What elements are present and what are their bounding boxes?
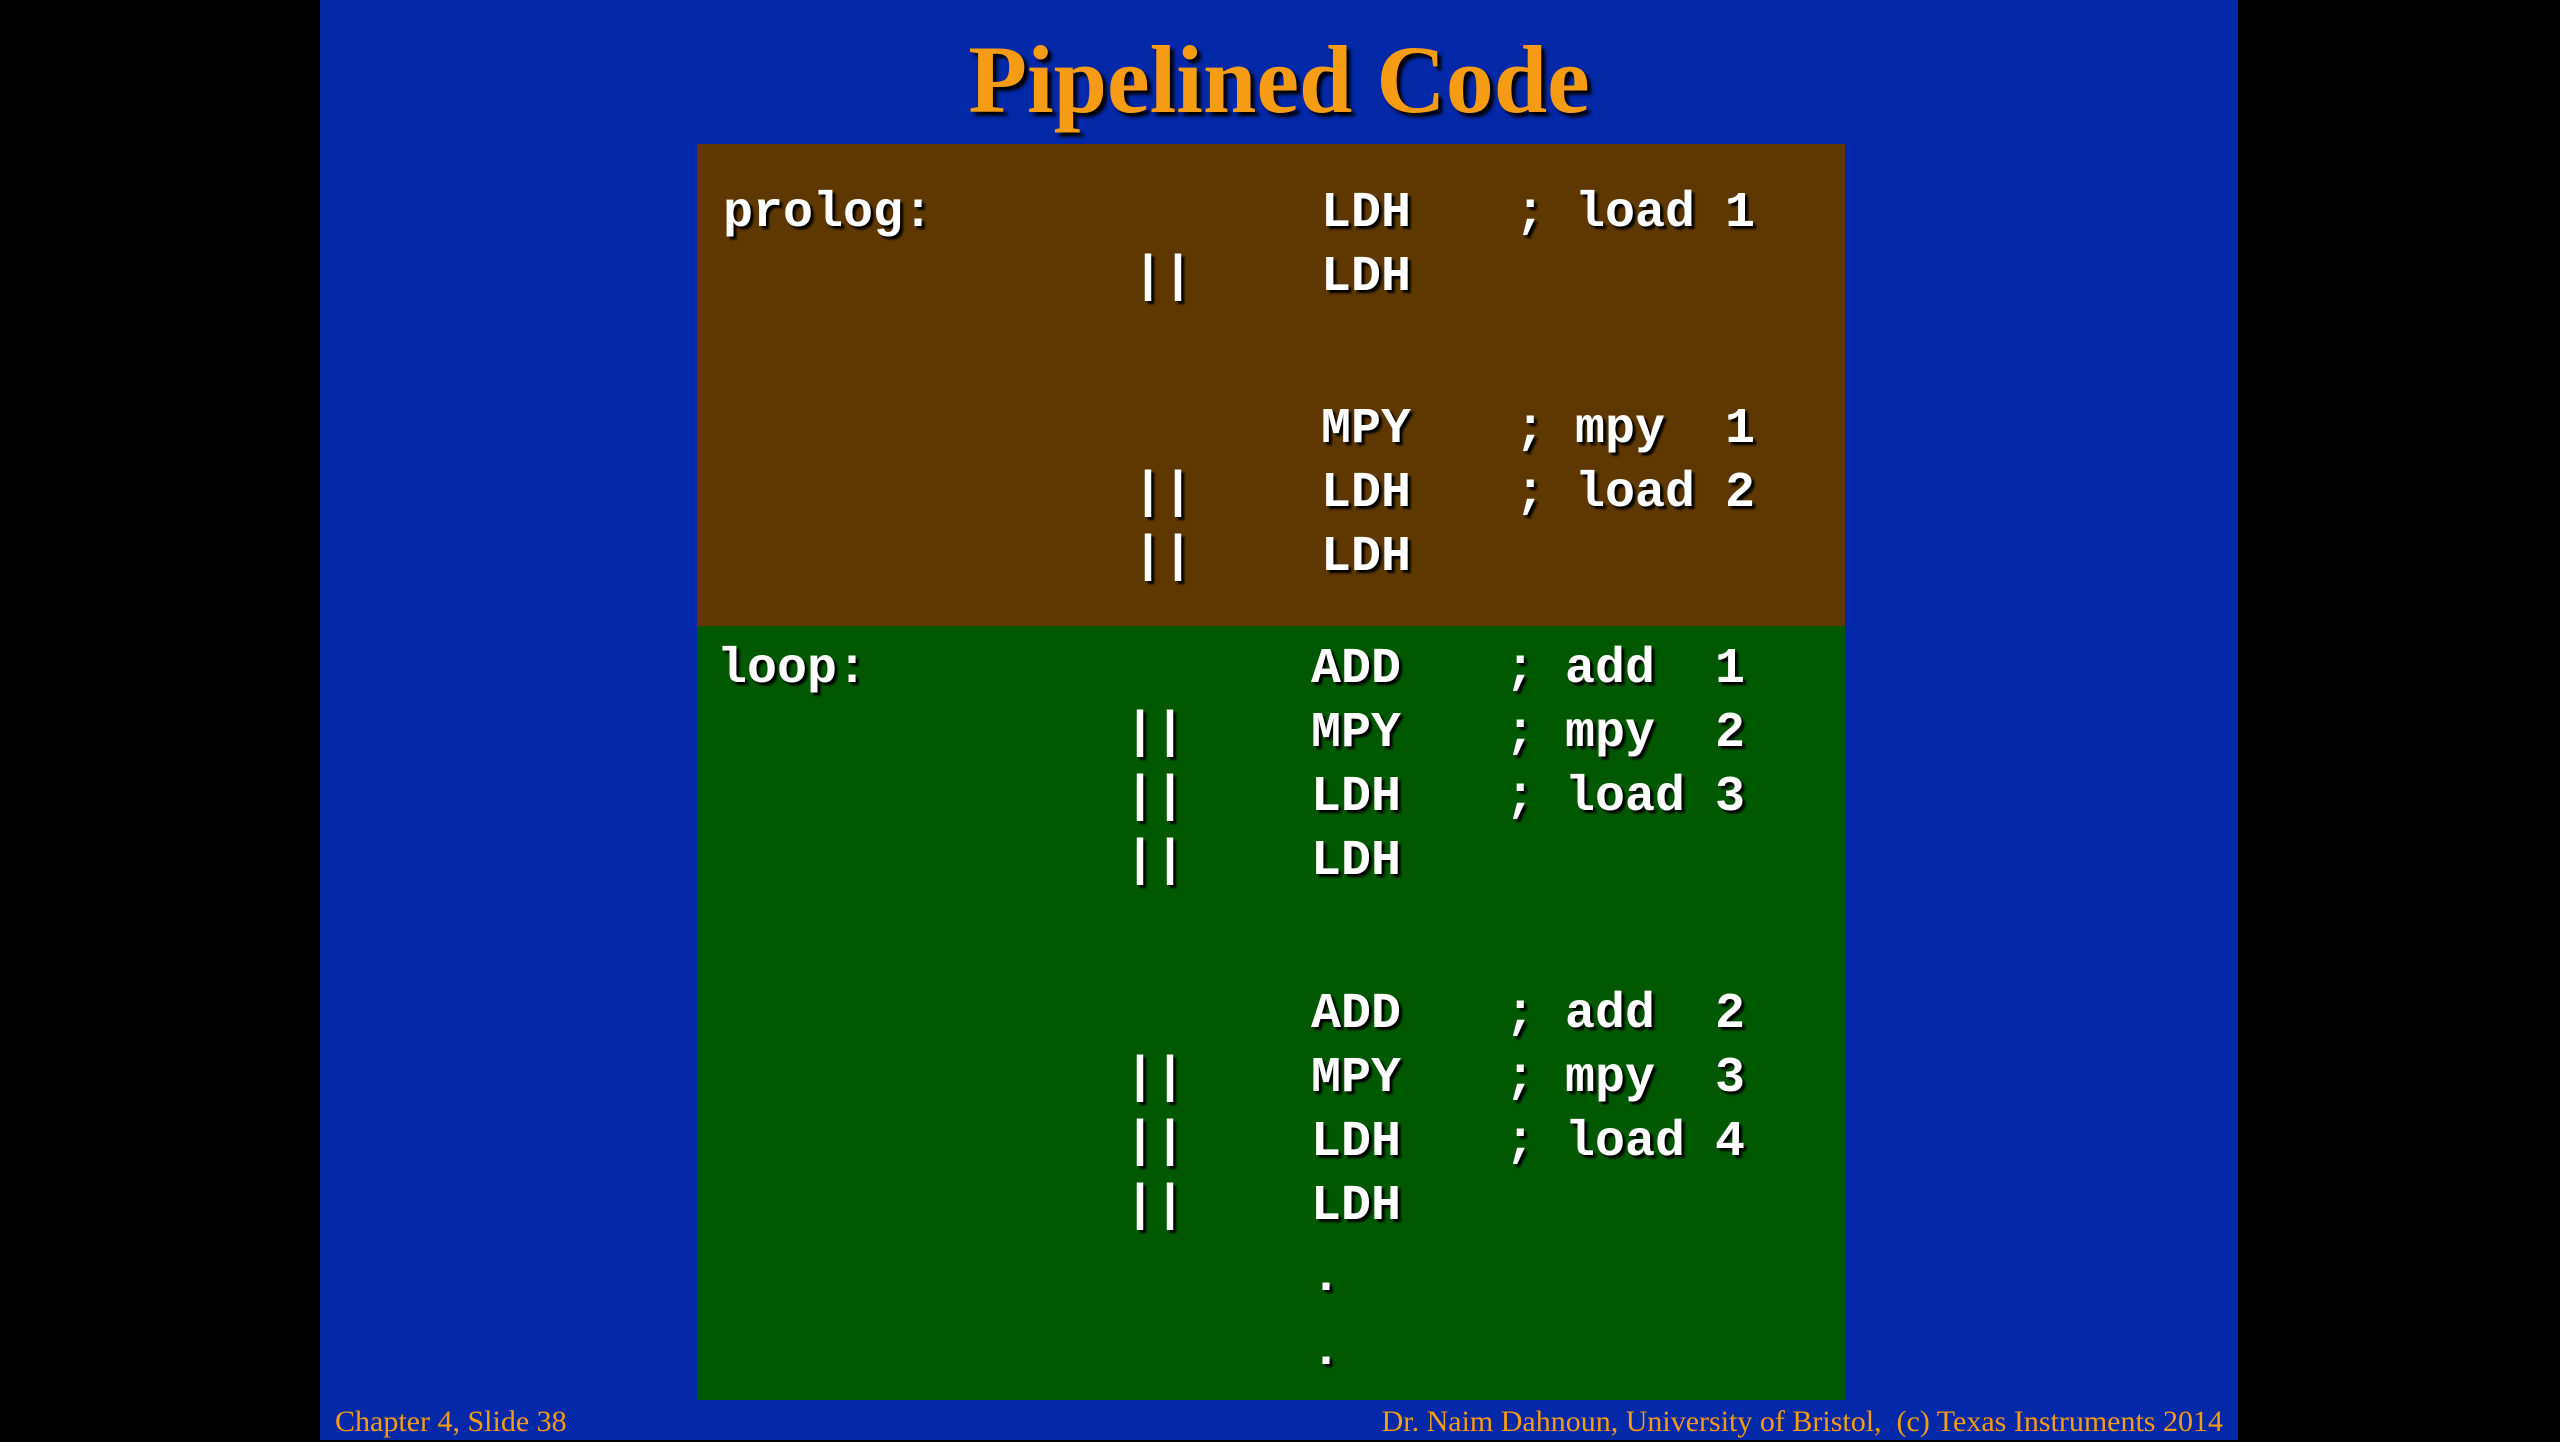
- loop-line-10-ellipsis: .: [1311, 1323, 1342, 1380]
- prolog-line-4-comment: ; load 2: [1515, 465, 1756, 522]
- prolog-line-4-instr: LDH: [1321, 465, 1412, 522]
- prolog-line-1-comment: ; load 1: [1515, 185, 1756, 242]
- prolog-line-5-instr: LDH: [1321, 529, 1412, 586]
- loop-line-4-parallel: ||: [1125, 833, 1186, 890]
- prolog-line-3-instr: MPY: [1321, 401, 1412, 458]
- loop-line-3-parallel: ||: [1125, 769, 1186, 826]
- loop-line-5-comment: ; add 2: [1505, 986, 1746, 1043]
- loop-line-8-instr: LDH: [1311, 1178, 1402, 1235]
- loop-line-7-instr: LDH: [1311, 1114, 1402, 1171]
- loop-line-8-parallel: ||: [1125, 1178, 1186, 1235]
- loop-line-3-comment: ; load 3: [1505, 769, 1746, 826]
- loop-line-7-parallel: ||: [1125, 1114, 1186, 1171]
- loop-line-5-instr: ADD: [1311, 986, 1402, 1043]
- prolog-line-5-parallel: ||: [1133, 529, 1194, 586]
- loop-line-2-instr: MPY: [1311, 705, 1402, 762]
- loop-line-6-instr: MPY: [1311, 1050, 1402, 1107]
- loop-line-4-instr: LDH: [1311, 833, 1402, 890]
- loop-line-9-ellipsis: .: [1311, 1249, 1342, 1306]
- slide-title: Pipelined Code: [968, 26, 1590, 133]
- loop-line-3-instr: LDH: [1311, 769, 1402, 826]
- loop-line-2-parallel: ||: [1125, 705, 1186, 762]
- footer-credits: Dr. Naim Dahnoun, University of Bristol,…: [1381, 1405, 2223, 1438]
- prolog-line-2-parallel: ||: [1133, 249, 1194, 306]
- prolog-block: prolog: LDH ; load 1 || LDH MPY ; mpy 1 …: [697, 144, 1845, 626]
- footer-slide-number: Chapter 4, Slide 38: [335, 1405, 567, 1438]
- loop-line-1-comment: ; add 1: [1505, 641, 1746, 698]
- prolog-line-2-instr: LDH: [1321, 249, 1412, 306]
- loop-line-6-comment: ; mpy 3: [1505, 1050, 1746, 1107]
- loop-line-1-instr: ADD: [1311, 641, 1402, 698]
- prolog-label: prolog:: [723, 185, 934, 242]
- loop-label: loop:: [717, 641, 868, 698]
- loop-line-2-comment: ; mpy 2: [1505, 705, 1746, 762]
- prolog-line-4-parallel: ||: [1133, 465, 1194, 522]
- loop-block: loop: ADD ; add 1 || MPY ; mpy 2 || LDH …: [697, 626, 1845, 1400]
- slide: Pipelined Code prolog: LDH ; load 1 || L…: [320, 0, 2238, 1440]
- prolog-line-1-instr: LDH: [1321, 185, 1412, 242]
- loop-line-7-comment: ; load 4: [1505, 1114, 1746, 1171]
- loop-line-6-parallel: ||: [1125, 1050, 1186, 1107]
- prolog-line-3-comment: ; mpy 1: [1515, 401, 1756, 458]
